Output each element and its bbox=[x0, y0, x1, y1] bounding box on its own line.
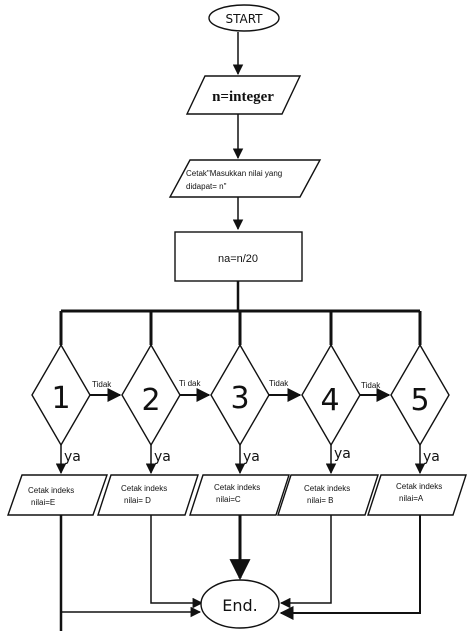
decision-label-1: 1 bbox=[51, 381, 70, 416]
input-label: n=integer bbox=[212, 89, 274, 105]
process-box bbox=[174, 231, 303, 282]
output-1-line2: nilai=E bbox=[31, 498, 55, 507]
start-label: START bbox=[225, 12, 263, 26]
no-label-3: Tidak bbox=[269, 379, 289, 388]
end-terminal bbox=[200, 579, 280, 629]
output-parallelogram-1 bbox=[7, 474, 108, 516]
output-parallelogram-4 bbox=[277, 474, 379, 516]
end-connector-5 bbox=[279, 515, 421, 620]
output-5-line1: Cetak indeks bbox=[396, 482, 442, 491]
output-4-line2: nilai= B bbox=[307, 496, 333, 505]
decision-label-5: 5 bbox=[410, 383, 429, 418]
print-prompt-line2: didapat= n" bbox=[186, 182, 227, 191]
no-label-1: Tidak bbox=[92, 380, 112, 389]
decision-label-3: 3 bbox=[230, 381, 249, 416]
end-connector-4 bbox=[279, 515, 332, 609]
output-3-line2: nilai=C bbox=[216, 495, 241, 504]
output-2-line1: Cetak indeks bbox=[121, 484, 167, 493]
yes-label-3: ya bbox=[243, 449, 260, 465]
output-parallelogram-5 bbox=[367, 474, 467, 516]
output-1-line1: Cetak indeks bbox=[28, 486, 74, 495]
output-parallelogram-3 bbox=[189, 474, 290, 516]
no-label-2: Ti dak bbox=[179, 379, 201, 388]
output-3-line1: Cetak indeks bbox=[214, 483, 260, 492]
no-label-4: Tidak bbox=[361, 381, 381, 390]
yes-label-2: ya bbox=[154, 449, 171, 465]
decision-label-4: 4 bbox=[320, 383, 339, 418]
yes-label-4: ya bbox=[334, 446, 351, 462]
output-2-line2: nilai= D bbox=[124, 496, 151, 505]
output-parallelogram-2 bbox=[97, 474, 199, 516]
output-5-line2: nilai=A bbox=[399, 494, 424, 503]
process-label: na=n/20 bbox=[218, 253, 258, 265]
print-prompt-parallelogram bbox=[168, 159, 322, 198]
input-parallelogram bbox=[185, 75, 302, 115]
yes-label-5: ya bbox=[423, 449, 440, 465]
end-label: End. bbox=[222, 596, 258, 615]
yes-label-1: ya bbox=[64, 449, 81, 465]
start-terminal bbox=[208, 4, 280, 32]
print-prompt-line1: Cetak"Masukkan nilai yang bbox=[186, 169, 282, 178]
decision-label-2: 2 bbox=[141, 383, 160, 418]
end-connector-2 bbox=[150, 515, 204, 609]
output-4-line1: Cetak indeks bbox=[304, 484, 350, 493]
